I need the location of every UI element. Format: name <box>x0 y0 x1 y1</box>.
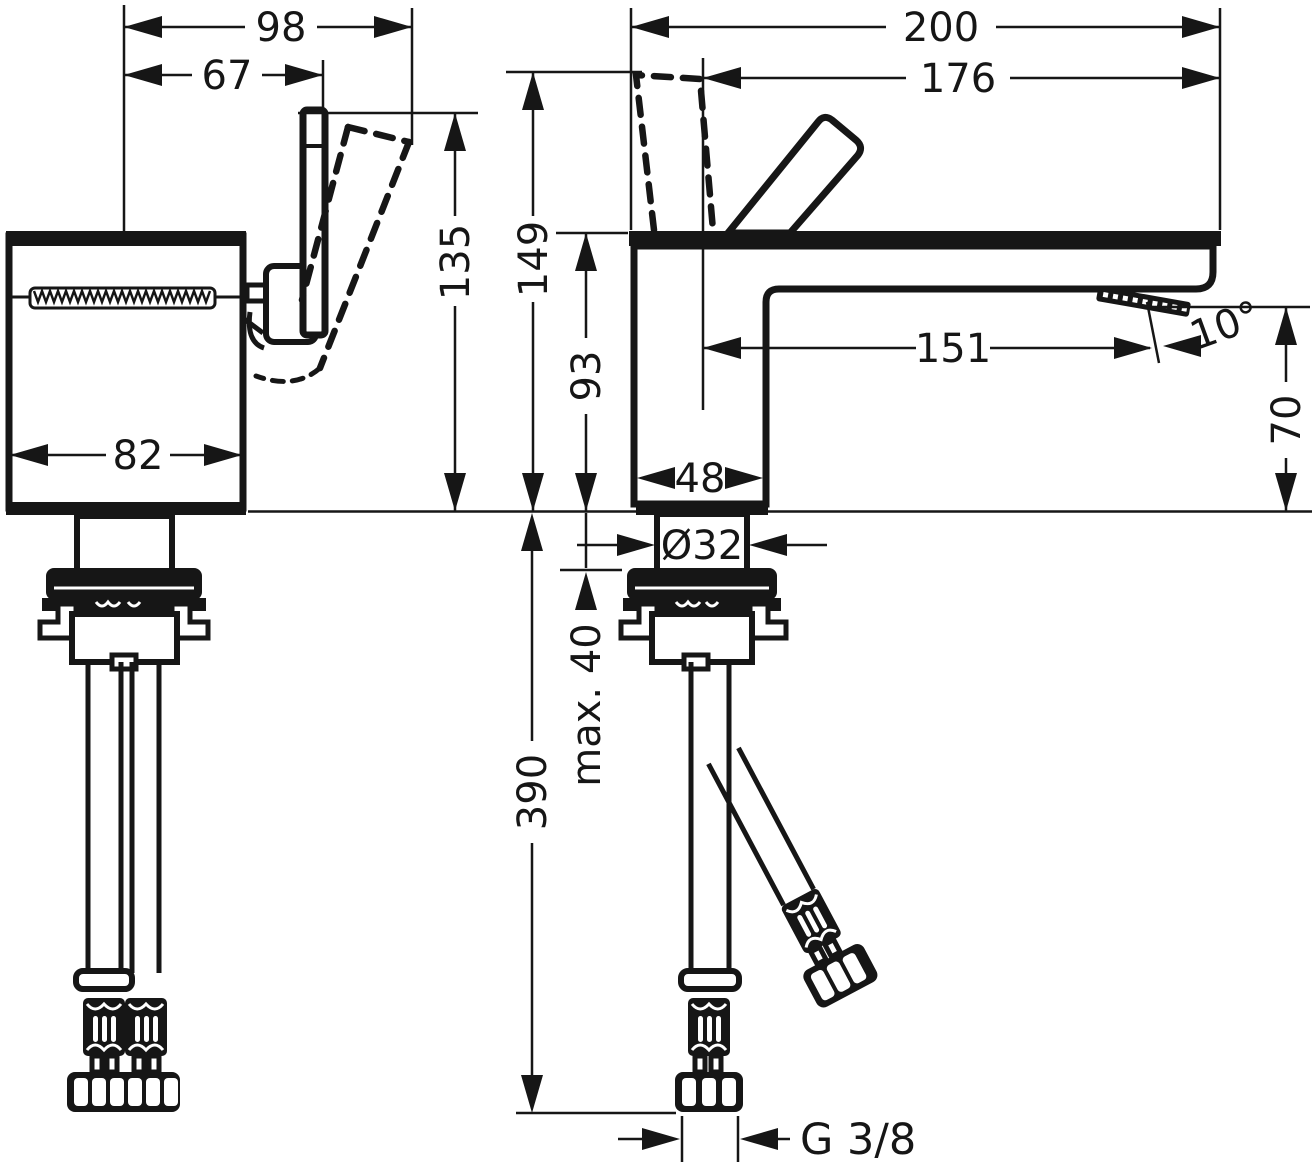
arrow-left-in <box>740 1128 778 1150</box>
handle-side <box>632 71 865 237</box>
dim-label-135: 135 <box>433 224 479 300</box>
dim-label-max40: max. 40 <box>564 623 610 786</box>
clamp-notch-side <box>681 652 711 672</box>
arrow-left <box>10 444 48 466</box>
handle-connector-hook <box>241 311 265 351</box>
mounting-flange-side <box>627 568 777 600</box>
supply-hoses-front <box>67 662 180 1112</box>
dim-side-body-depth: 48 <box>637 456 763 502</box>
dim-label-93: 93 <box>564 351 610 402</box>
braided-fitting-angled <box>781 889 841 953</box>
dim-label-48: 48 <box>675 456 726 502</box>
handle-plate-tilted-dashed <box>253 123 413 384</box>
arrow-up <box>575 233 597 271</box>
faucet-body-side <box>629 231 1221 515</box>
supply-hose-angled <box>706 746 878 1008</box>
dim-front-handle-height: 135 <box>298 111 479 511</box>
arrow-right-in <box>617 534 655 556</box>
handle-upright-dashed <box>632 71 717 234</box>
dim-label-o32: Ø32 <box>661 523 743 569</box>
braided-fitting-right <box>125 998 167 1056</box>
arrow-left <box>703 337 741 359</box>
dim-side-spout-clearance: 93 <box>556 231 628 511</box>
shank-side <box>654 511 750 574</box>
dim-side-max-deck: max. 40 <box>560 513 622 787</box>
mounting-hook-right-side <box>747 601 789 641</box>
front-view <box>5 5 413 1112</box>
mounting-hook-left-side <box>618 601 660 641</box>
side-view <box>618 71 1221 1112</box>
handle-front <box>241 106 413 384</box>
arrow-right <box>1114 337 1152 359</box>
gasket-front <box>42 598 206 611</box>
arrow-left <box>631 16 669 38</box>
arrow-left-in <box>749 534 787 556</box>
dim-side-thread: G 3/8 <box>618 1115 916 1165</box>
dim-label-200: 200 <box>903 5 979 51</box>
arrow-right <box>1182 67 1220 89</box>
arrow-down <box>444 473 466 511</box>
arrow-up <box>575 572 597 610</box>
dim-side-spray-angle: 10° <box>1145 292 1310 364</box>
dim-side-depth-to-handle: 176 <box>701 56 1220 410</box>
dim-front-handle-offset: 67 <box>124 53 325 108</box>
dim-label-10deg: 10° <box>1184 292 1266 359</box>
arrow-right-in <box>642 1128 680 1150</box>
dim-side-outlet-height: 70 <box>1264 307 1310 511</box>
arrow-down <box>575 473 597 511</box>
arrow-right <box>1182 16 1220 38</box>
dim-label-176: 176 <box>920 56 996 102</box>
hose-collar-side <box>678 968 742 992</box>
front-undercounter-hardware <box>37 513 211 1112</box>
arrow-down <box>522 473 544 511</box>
gasket-side <box>623 598 781 611</box>
arrow-up <box>521 513 543 551</box>
dim-side-shank-diameter: Ø32 <box>577 523 827 569</box>
dim-label-67: 67 <box>202 53 253 99</box>
arrow-right <box>725 467 763 489</box>
arrow-left <box>124 64 162 86</box>
arrow-right <box>374 16 412 38</box>
arrow-angle <box>1163 335 1201 357</box>
mounting-hook-right <box>169 601 211 641</box>
arrow-left <box>124 16 162 38</box>
hose-collar <box>73 968 135 992</box>
arrow-left <box>637 467 675 489</box>
dim-label-g38: G 3/8 <box>800 1115 916 1165</box>
dim-label-390: 390 <box>510 754 556 830</box>
shank-front <box>74 513 175 574</box>
braided-fitting-left <box>83 998 125 1056</box>
mounting-hook-left <box>37 601 79 641</box>
hose-nut-angled <box>803 944 878 1008</box>
dim-front-total-width: 98 <box>124 5 414 145</box>
arrow-down <box>521 1075 543 1113</box>
dim-front-body-width: 82 <box>10 433 242 479</box>
arrow-up <box>444 113 466 151</box>
hose-nuts-front <box>67 1072 180 1112</box>
aerator-front <box>28 286 217 310</box>
arrow-right <box>285 64 323 86</box>
hose-nut-straight <box>675 1072 743 1112</box>
arrow-right <box>204 444 242 466</box>
arrow-left <box>703 67 741 89</box>
dim-side-install-depth: 390 <box>510 513 676 1115</box>
dim-label-98: 98 <box>256 5 307 51</box>
arrow-up <box>522 72 544 110</box>
dim-side-total-height: 149 <box>506 70 642 511</box>
dim-side-spout-reach: 151 <box>703 326 1152 372</box>
mounting-flange-front <box>46 568 202 600</box>
braided-fitting-straight <box>688 998 730 1056</box>
side-undercounter-hardware <box>618 511 878 1112</box>
supply-hose-straight <box>675 662 743 1112</box>
handle-open-position <box>720 113 865 237</box>
dim-label-70: 70 <box>1264 395 1310 446</box>
arrow-up <box>1275 307 1297 345</box>
dim-side-total-depth: 200 <box>629 5 1222 230</box>
arrow-down <box>1275 473 1297 511</box>
dim-label-82: 82 <box>113 433 164 479</box>
dim-label-149: 149 <box>511 221 557 297</box>
dim-label-151: 151 <box>915 326 991 372</box>
